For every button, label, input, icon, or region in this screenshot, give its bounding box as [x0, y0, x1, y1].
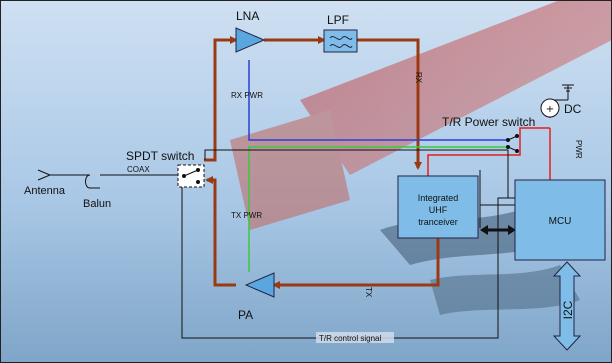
dc-source-icon: +: [546, 104, 554, 115]
lpf-label: LPF: [327, 13, 349, 27]
tx-pwr-label: TX PWR: [231, 211, 262, 220]
rx-label: RX: [414, 72, 423, 84]
antenna-label: Antenna: [24, 185, 66, 197]
spdt-switch-label: SPDT switch: [126, 149, 194, 163]
tr-control-signal-label: T/R control signal: [319, 334, 381, 343]
lpf-filter: [324, 30, 357, 52]
dc-label: DC: [564, 102, 582, 116]
i2c-label: I2C: [561, 300, 575, 319]
tx-label: TX: [364, 287, 373, 298]
coax-label: COAX: [127, 165, 150, 174]
tr-power-switch-label: T/R Power switch: [442, 115, 535, 129]
transceiver-label-line2: UHF: [429, 205, 448, 215]
balun-label: Balun: [83, 198, 111, 210]
rx-pwr-label: RX PWR: [231, 91, 263, 100]
pwr-label: PWR: [574, 140, 583, 159]
transceiver-label-line3: tranceiver: [418, 217, 458, 227]
pa-label: PA: [238, 308, 253, 322]
spdt-switch: [178, 165, 204, 187]
lna-label: LNA: [236, 9, 259, 23]
mcu-label: MCU: [549, 216, 572, 227]
transceiver-label-line1: Integrated: [418, 193, 459, 203]
